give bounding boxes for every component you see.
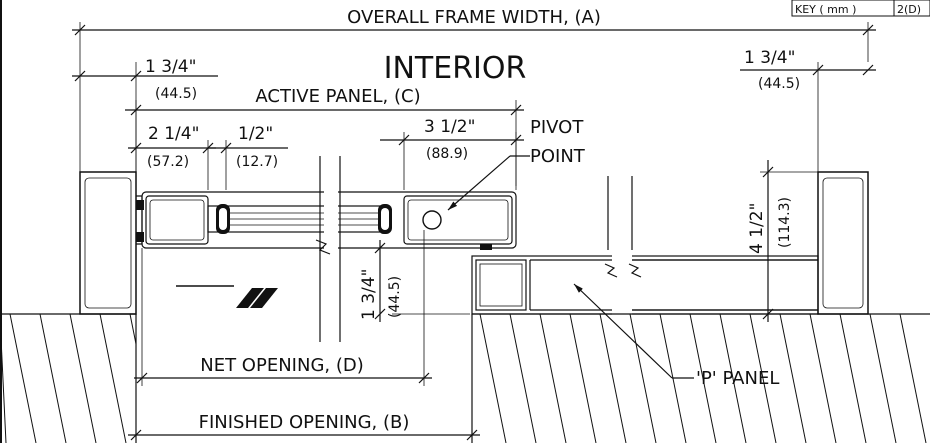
offset-mm: (44.5) xyxy=(387,276,403,318)
offset-dimension: 1 3/4" (44.5) xyxy=(359,240,470,322)
pivot-label-line1: PIVOT xyxy=(530,117,584,138)
net-opening-label: NET OPENING, (D) xyxy=(200,355,364,376)
interior-heading: INTERIOR xyxy=(384,51,527,86)
pivot-offset-inches: 3 1/2" xyxy=(424,117,475,137)
key-box-value: 2(D) xyxy=(897,3,921,16)
offset-inches: 1 3/4" xyxy=(359,269,379,320)
pivot-offset-dimension: 3 1/2" (88.9) xyxy=(380,117,524,190)
overall-frame-width-label: OVERALL FRAME WIDTH, (A) xyxy=(347,7,601,28)
track-symbol xyxy=(176,285,278,308)
pivot-offset-mm: (88.9) xyxy=(426,146,468,162)
key-box-label: KEY ( mm ) xyxy=(795,3,856,16)
key-box: KEY ( mm ) 2(D) xyxy=(791,0,930,17)
left-frame-jamb xyxy=(79,171,143,315)
stile-mm: (57.2) xyxy=(147,154,189,170)
left-frame-mm: (44.5) xyxy=(155,86,197,102)
left-glazing-gasket xyxy=(216,204,230,234)
stile-dimension: 2 1/4" (57.2) xyxy=(128,124,216,190)
glass-mm: (12.7) xyxy=(236,154,278,170)
pivot-label-line2: POINT xyxy=(530,146,586,167)
right-frame-dimension: 1 3/4" (44.5) xyxy=(740,48,876,172)
glass-dimension: 1/2" (12.7) xyxy=(208,124,288,190)
net-opening-dimension: NET OPENING, (D) xyxy=(134,230,432,386)
depth-mm: (114.3) xyxy=(777,197,793,248)
stile-inches: 2 1/4" xyxy=(148,124,199,144)
overall-frame-width-dimension: OVERALL FRAME WIDTH, (A) xyxy=(72,7,876,62)
right-glazing-gasket xyxy=(378,204,392,234)
right-frame-mm: (44.5) xyxy=(758,76,800,92)
right-frame-inches: 1 3/4" xyxy=(744,48,795,68)
depth-dimension: 4 1/2" (114.3) xyxy=(747,160,820,322)
finished-opening-label: FINISHED OPENING, (B) xyxy=(199,412,410,433)
left-frame-dimension: 1 3/4" (44.5) xyxy=(72,57,218,172)
pivot-point-circle xyxy=(422,210,442,230)
wall-hatch-right xyxy=(471,313,930,443)
pivot-point-callout: PIVOT POINT xyxy=(447,117,586,211)
finished-opening-dimension: FINISHED OPENING, (B) xyxy=(128,412,480,443)
p-panel-profile xyxy=(471,176,819,320)
active-panel-break-lines xyxy=(315,156,341,342)
depth-inches: 4 1/2" xyxy=(747,203,767,254)
right-frame-jamb xyxy=(817,171,869,315)
p-panel-label: 'P' PANEL xyxy=(696,368,779,389)
left-frame-inches: 1 3/4" xyxy=(145,57,196,77)
p-panel-callout: 'P' PANEL xyxy=(573,283,779,389)
active-panel-label: ACTIVE PANEL, (C) xyxy=(255,86,420,107)
wall-hatch-left xyxy=(0,313,137,443)
glass-inches: 1/2" xyxy=(238,124,273,144)
